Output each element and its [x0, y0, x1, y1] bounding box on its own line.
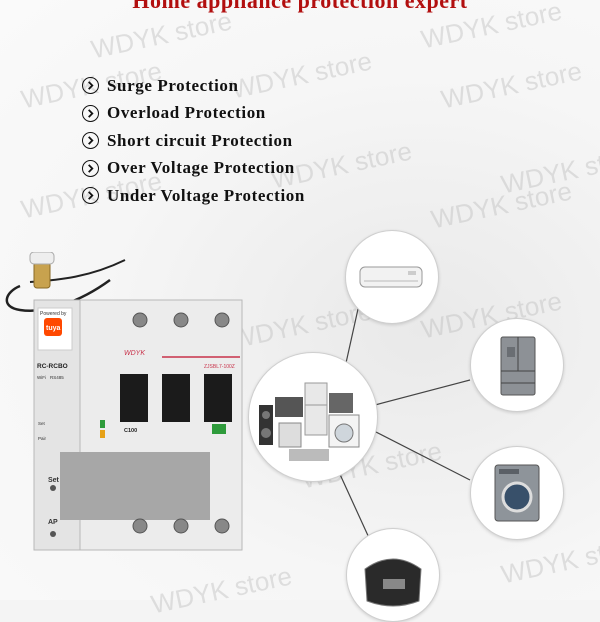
feature-item: Overload Protection: [82, 100, 305, 128]
feature-list: Surge Protection Overload Protection Sho…: [82, 72, 305, 210]
trip-indicator: [212, 424, 226, 434]
wifi-text: WiFi: [37, 375, 46, 380]
top-terminal: [214, 312, 230, 328]
powered-by-text: Powered by: [40, 311, 67, 317]
ap-button: [50, 531, 56, 537]
pair-small-text: Pair: [38, 436, 47, 441]
status-indicator: [100, 420, 105, 428]
chevron-right-icon: [82, 132, 99, 150]
breaker-toggle: [120, 374, 148, 422]
feature-label: Short circuit Protection: [107, 130, 293, 150]
feature-label: Under Voltage Protection: [107, 185, 305, 205]
bottom-terminal: [132, 518, 148, 534]
brand-text: WDYK: [124, 350, 145, 357]
washing-machine-icon: [494, 464, 540, 522]
model-text: RC-RCBO: [37, 363, 68, 370]
feature-label: Over Voltage Protection: [107, 158, 295, 178]
feature-label: Surge Protection: [107, 75, 239, 95]
tuya-text: tuya: [46, 325, 61, 332]
feature-item: Over Voltage Protection: [82, 155, 305, 183]
series-text: ZJSBL7-100Z: [204, 364, 235, 370]
circuit-breaker: Powered by tuya RC-RCBO WiFi RS485 Set P…: [5, 252, 243, 551]
feature-item: Surge Protection: [82, 72, 305, 100]
chevron-right-icon: [82, 104, 99, 122]
air-conditioner-icon: [359, 266, 423, 288]
status-indicator: [100, 430, 105, 438]
feature-label: Overload Protection: [107, 103, 266, 123]
set-small-text: Set: [38, 421, 46, 426]
chevron-right-icon: [82, 187, 99, 205]
bottom-terminal: [214, 518, 230, 534]
chevron-right-icon: [82, 77, 99, 95]
home-appliances-icon: [259, 382, 360, 461]
rice-cooker-icon: [364, 558, 422, 607]
tuya-logo-icon: [44, 318, 62, 336]
temperature-probe: [33, 261, 51, 289]
set-label: Set: [48, 477, 60, 484]
appliances-circle: [248, 352, 378, 482]
rs485-text: RS485: [50, 375, 64, 380]
top-terminal: [132, 312, 148, 328]
rating-text: C100: [124, 428, 137, 434]
top-terminal: [173, 312, 189, 328]
breaker-toggle: [204, 374, 232, 422]
refrigerator-circle: [470, 318, 564, 412]
probe-cap: [29, 252, 55, 265]
sensor-cable: [5, 278, 111, 312]
instruction-panel: [60, 452, 210, 520]
rice-cooker-circle: [346, 528, 440, 622]
washing-machine-circle: [470, 446, 564, 540]
ap-label: AP: [48, 519, 58, 526]
breaker-toggle: [162, 374, 190, 422]
bottom-terminal: [173, 518, 189, 534]
page-headline: Home appliance protection expert: [132, 0, 468, 13]
feature-item: Short circuit Protection: [82, 127, 305, 155]
set-button: [50, 485, 56, 491]
air-conditioner-circle: [345, 230, 439, 324]
tuya-label: [37, 307, 73, 351]
refrigerator-icon: [500, 336, 536, 396]
feature-item: Under Voltage Protection: [82, 182, 305, 210]
chevron-right-icon: [82, 159, 99, 177]
